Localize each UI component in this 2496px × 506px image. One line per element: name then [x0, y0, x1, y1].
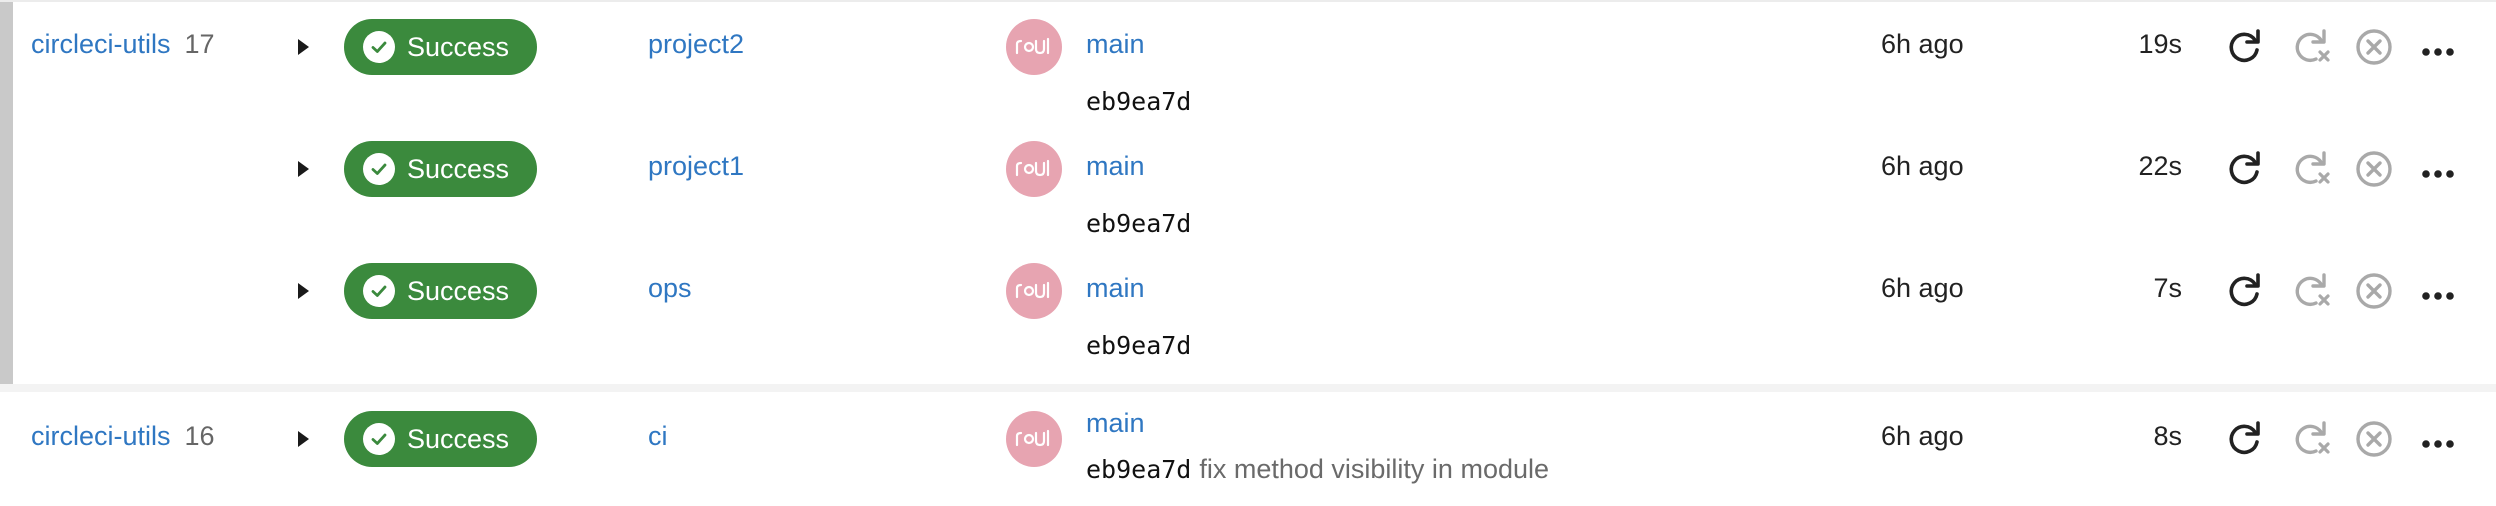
rerun-icon[interactable]: [2220, 145, 2268, 193]
user-avatar-icon: [1006, 19, 1062, 75]
duration: 8s: [2153, 421, 2182, 451]
check-icon: [363, 275, 395, 307]
commit-info: eb9ea7d: [1086, 330, 1191, 361]
duration: 22s: [2138, 151, 2182, 181]
user-avatar-icon: [1006, 263, 1062, 319]
more-options-icon[interactable]: [2414, 145, 2462, 193]
rerun-failed-icon[interactable]: [2286, 415, 2334, 463]
cancel-icon[interactable]: [2350, 145, 2398, 193]
workflow-link[interactable]: ci: [648, 421, 668, 451]
more-options-icon[interactable]: [2414, 267, 2462, 315]
workflow-link[interactable]: ops: [648, 273, 692, 303]
branch-link[interactable]: main: [1086, 408, 1145, 438]
pipeline-project-cell: circleci-utils 16: [31, 421, 215, 452]
rerun-icon[interactable]: [2220, 415, 2268, 463]
status-badge[interactable]: Success: [344, 19, 537, 75]
duration: 7s: [2153, 273, 2182, 303]
project-link[interactable]: circleci-utils: [31, 421, 171, 451]
pipeline-number: 16: [184, 421, 215, 451]
workflow-row: Success project2 main eb9ea7d 6h ago 19s: [0, 2, 2496, 122]
commit-info: eb9ea7d: [1086, 208, 1191, 239]
branch-link[interactable]: main: [1086, 151, 1145, 181]
branch-link[interactable]: main: [1086, 273, 1145, 303]
check-icon: [363, 31, 395, 63]
more-options-icon[interactable]: [2414, 415, 2462, 463]
user-avatar-icon: [1006, 141, 1062, 197]
time-ago: 6h ago: [1881, 273, 1964, 303]
status-badge[interactable]: Success: [344, 141, 537, 197]
expand-caret-icon[interactable]: [298, 431, 309, 447]
pipeline-accent-bar: [0, 2, 13, 386]
status-badge[interactable]: Success: [344, 263, 537, 319]
rerun-icon[interactable]: [2220, 267, 2268, 315]
commit-message: fix method visibility in module: [1199, 454, 1550, 484]
workflow-row: Success ops main eb9ea7d 6h ago 7s: [0, 246, 2496, 366]
commit-sha[interactable]: eb9ea7d: [1086, 331, 1192, 360]
commit-sha[interactable]: eb9ea7d: [1086, 209, 1192, 238]
pipeline-project-cell: circleci-utils 17: [31, 29, 215, 60]
status-label: Success: [407, 153, 510, 184]
pipeline-number: 17: [184, 29, 215, 59]
pipeline-group: circleci-utils 16 Success ci main eb9ea7d…: [0, 392, 2496, 506]
cancel-icon[interactable]: [2350, 23, 2398, 71]
workflow-link[interactable]: project1: [648, 151, 745, 181]
time-ago: 6h ago: [1881, 151, 1964, 181]
status-badge[interactable]: Success: [344, 411, 537, 467]
rerun-failed-icon[interactable]: [2286, 267, 2334, 315]
workflow-row: Success project1 main eb9ea7d 6h ago 22s: [0, 124, 2496, 244]
rerun-icon[interactable]: [2220, 23, 2268, 71]
project-link[interactable]: circleci-utils: [31, 29, 171, 59]
duration: 19s: [2138, 29, 2182, 59]
expand-caret-icon[interactable]: [298, 161, 309, 177]
expand-caret-icon[interactable]: [298, 39, 309, 55]
check-icon: [363, 153, 395, 185]
branch-link[interactable]: main: [1086, 29, 1145, 59]
expand-caret-icon[interactable]: [298, 283, 309, 299]
check-icon: [363, 423, 395, 455]
status-label: Success: [407, 31, 510, 62]
time-ago: 6h ago: [1881, 421, 1964, 451]
commit-info: eb9ea7d: [1086, 86, 1191, 117]
user-avatar-icon: [1006, 411, 1062, 467]
status-label: Success: [407, 423, 510, 454]
rerun-failed-icon[interactable]: [2286, 23, 2334, 71]
time-ago: 6h ago: [1881, 29, 1964, 59]
commit-sha[interactable]: eb9ea7d: [1086, 87, 1192, 116]
more-options-icon[interactable]: [2414, 23, 2462, 71]
cancel-icon[interactable]: [2350, 415, 2398, 463]
cancel-icon[interactable]: [2350, 267, 2398, 315]
commit-sha[interactable]: eb9ea7d: [1086, 455, 1192, 484]
pipeline-separator: [0, 384, 2496, 392]
pipeline-group: circleci-utils 17 Success project2 main e…: [0, 0, 2496, 386]
rerun-failed-icon[interactable]: [2286, 145, 2334, 193]
status-label: Success: [407, 275, 510, 306]
workflow-link[interactable]: project2: [648, 29, 745, 59]
